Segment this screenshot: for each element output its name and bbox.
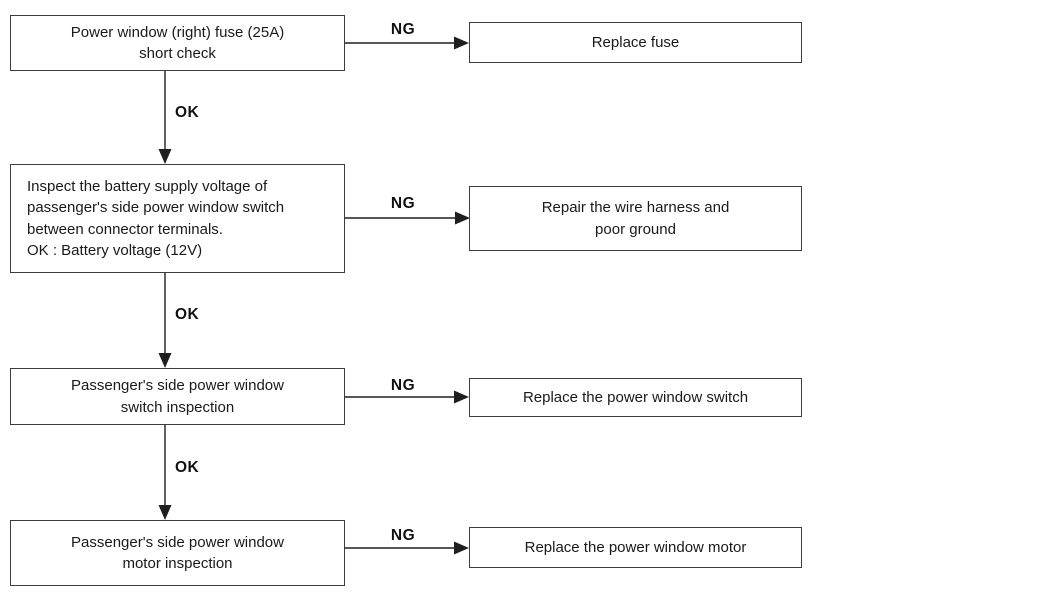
step-text-line: between connector terminals.	[27, 220, 223, 238]
step-text-line: motor inspection	[122, 555, 233, 572]
step-text-line: Power window (right) fuse (25A)	[70, 23, 285, 41]
ok-arrow-1	[158, 71, 172, 164]
ok-label-3: OK	[175, 459, 200, 476]
step-text-line: short check	[139, 45, 216, 62]
ok-label-2: OK	[175, 306, 200, 323]
result-box-replace-switch: Replace the power window switch	[469, 378, 802, 417]
step-text-line: Passenger's side power window	[71, 377, 284, 394]
step-box-fuse-short-check: Power window (right) fuse (25A) short ch…	[10, 15, 345, 71]
result-box-replace-fuse: Replace fuse	[469, 22, 802, 63]
ng-label-2: NG	[390, 195, 416, 212]
result-text-line: Replace the power window motor	[524, 538, 747, 556]
ok-label-1: OK	[175, 104, 200, 121]
result-text-line: poor ground	[595, 220, 676, 238]
result-box-replace-motor: Replace the power window motor	[469, 527, 802, 568]
step-box-battery-voltage-inspection: Inspect the battery supply voltage of pa…	[10, 164, 345, 273]
result-text-line: Replace the power window switch	[522, 388, 749, 406]
step-box-switch-inspection: Passenger's side power window switch ins…	[10, 368, 345, 425]
ok-arrow-3	[158, 425, 172, 520]
step-text-line: switch inspection	[120, 398, 235, 416]
ng-label-4: NG	[390, 527, 416, 544]
ok-arrow-2	[158, 273, 172, 368]
result-box-repair-wire-harness: Repair the wire harness and poor ground	[469, 186, 802, 251]
step-box-motor-inspection: Passenger's side power window motor insp…	[10, 520, 345, 586]
result-text-line: Replace fuse	[591, 33, 680, 51]
step-text-line: Passenger's side power window	[71, 533, 284, 551]
step-text-line: OK : Battery voltage (12V)	[27, 242, 203, 259]
ng-label-1: NG	[390, 21, 416, 38]
step-text-line: passenger's side power window switch	[27, 199, 285, 216]
step-text-line: Inspect the battery supply voltage of	[27, 177, 268, 195]
ng-arrow-2	[345, 211, 470, 225]
result-text-line: Repair the wire harness and	[541, 199, 730, 216]
ng-label-3: NG	[390, 377, 416, 394]
